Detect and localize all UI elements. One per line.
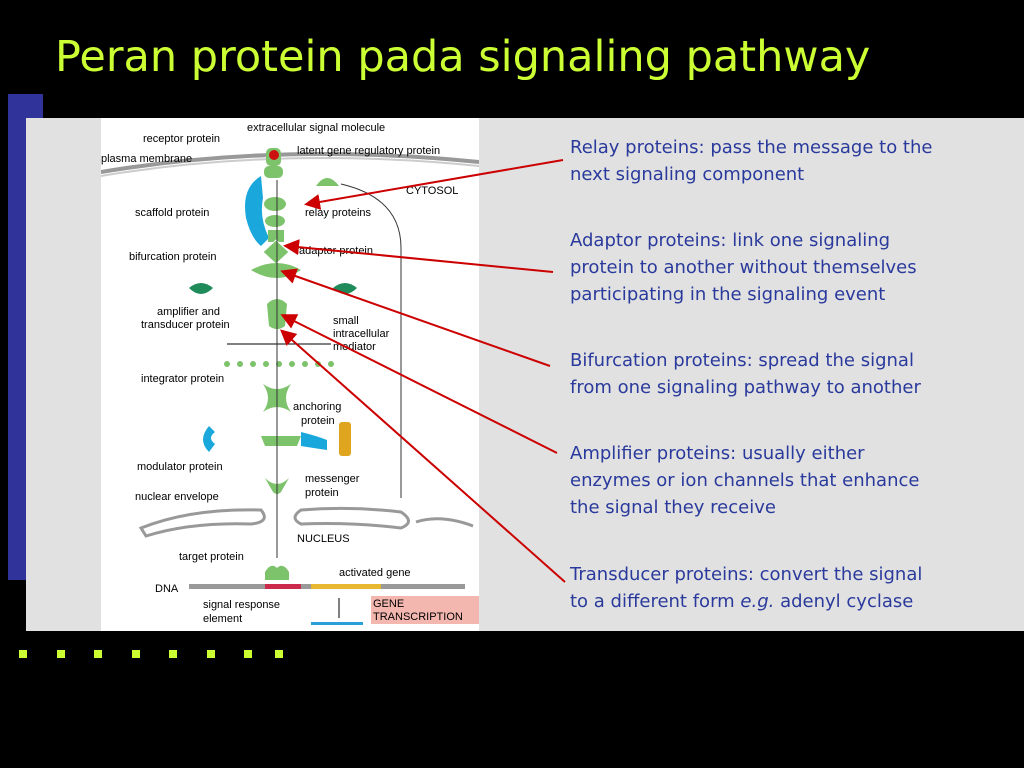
label-small-line1: small (333, 315, 359, 327)
label-relay-proteins: relay proteins (305, 207, 372, 219)
label-receptor-protein: receptor protein (143, 133, 220, 145)
description-transducer-eg: e.g. (740, 591, 775, 612)
scaffold-protein-shape (245, 176, 269, 246)
slide-title: Peran protein pada signaling pathway (55, 32, 871, 82)
label-plasma-membrane: plasma membrane (101, 153, 192, 165)
label-cytosol: CYTOSOL (406, 185, 458, 197)
description-adaptor: Adaptor proteins: link one signaling pro… (570, 227, 1015, 308)
gene-transcription-box (371, 596, 479, 624)
label-activated-gene: activated gene (339, 567, 411, 579)
bullet-square (57, 650, 65, 658)
label-amplifier-line1: amplifier and (157, 306, 220, 318)
signaling-diagram: extracellular signal molecule receptor p… (101, 118, 479, 631)
label-bifurcation-protein: bifurcation protein (129, 251, 216, 263)
modulator-protein-shape (203, 426, 215, 452)
signal-molecule-dot (269, 150, 279, 160)
bullet-square (19, 650, 27, 658)
description-transducer-line1: Transducer proteins: convert the signal (570, 564, 923, 585)
target-protein-shape (265, 565, 289, 580)
description-adaptor-line3: participating in the signaling event (570, 284, 886, 305)
plasma-membrane-shape (101, 152, 479, 174)
bullet-square (132, 650, 140, 658)
signaling-diagram-svg: extracellular signal molecule receptor p… (101, 122, 479, 625)
label-signal-line2: element (203, 613, 242, 625)
label-small-line3: mediator (333, 341, 376, 353)
label-gene-line1: GENE (373, 598, 404, 610)
label-gene-line2: TRANSCRIPTION (373, 611, 463, 623)
label-anchoring-line1: anchoring (293, 401, 341, 413)
label-dna: DNA (155, 583, 179, 595)
receptor-protein-shape (264, 148, 283, 178)
label-amplifier-line2: transducer protein (141, 319, 230, 331)
label-modulator-protein: modulator protein (137, 461, 223, 473)
description-amplifier-line2: enzymes or ion channels that enhance (570, 470, 920, 491)
description-transducer-example: adenyl cyclase (774, 591, 914, 612)
label-integrator-protein: integrator protein (141, 373, 224, 385)
label-adaptor-protein: adaptor protein (299, 245, 373, 257)
label-latent-gene-regulatory-protein: latent gene regulatory protein (297, 145, 440, 157)
description-adaptor-line2: protein to another without themselves (570, 257, 917, 278)
description-transducer: Transducer proteins: convert the signal … (570, 561, 1015, 615)
bullet-square (94, 650, 102, 658)
description-bifurcation: Bifurcation proteins: spread the signal … (570, 347, 1015, 401)
label-small-line2: intracellular (333, 328, 390, 340)
description-bifurcation-line2: from one signaling pathway to another (570, 377, 921, 398)
label-extracellular-signal-molecule: extracellular signal molecule (247, 122, 385, 134)
description-relay-line1: Relay proteins: pass the message to the (570, 137, 933, 158)
label-messenger-line1: messenger (305, 473, 360, 485)
description-bifurcation-line1: Bifurcation proteins: spread the signal (570, 350, 914, 371)
description-amplifier-line1: Amplifier proteins: usually either (570, 443, 865, 464)
description-adaptor-line1: Adaptor proteins: link one signaling (570, 230, 891, 251)
relay-protein-shape (264, 197, 286, 211)
anchoring-protein-shape (261, 436, 301, 446)
description-amplifier-line3: the signal they receive (570, 497, 776, 518)
description-amplifier: Amplifier proteins: usually either enzym… (570, 440, 1015, 521)
description-relay: Relay proteins: pass the message to the … (570, 134, 1015, 188)
description-relay-line2: next signaling component (570, 164, 805, 185)
description-transducer-line2: to a different form e.g. adenyl cyclase (570, 588, 1015, 615)
label-scaffold-protein: scaffold protein (135, 207, 209, 219)
small-mediator-dots (224, 361, 334, 367)
description-transducer-line2-text: to a different form (570, 591, 741, 612)
label-messenger-line2: protein (305, 487, 339, 499)
nuclear-envelope-shape (138, 508, 266, 538)
label-signal-line1: signal response (203, 599, 280, 611)
bullet-square (275, 650, 283, 658)
bullet-square (169, 650, 177, 658)
label-nuclear-envelope: nuclear envelope (135, 491, 219, 503)
bifurcation-protein-shape (251, 263, 301, 278)
label-target-protein: target protein (179, 551, 244, 563)
latent-gene-regulatory-protein-shape (316, 178, 339, 186)
label-nucleus: NUCLEUS (297, 533, 350, 545)
bullet-square (244, 650, 252, 658)
label-anchoring-line2: protein (301, 415, 335, 427)
bullet-square (207, 650, 215, 658)
adaptor-protein-shape (268, 230, 284, 242)
